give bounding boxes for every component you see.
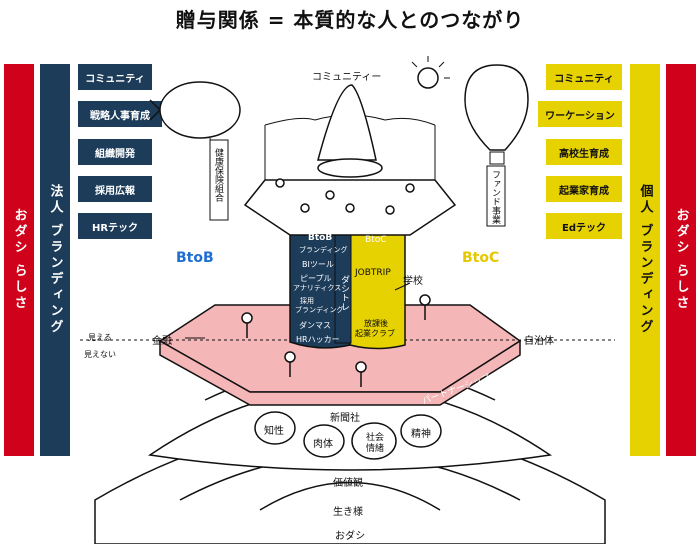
btob-pillar-recruit-branding: ブランディング bbox=[295, 306, 344, 314]
btob-pillar-recruit: 採用 bbox=[300, 297, 314, 305]
left-tag-org-dev: 組織開発 bbox=[78, 139, 152, 165]
bowl bbox=[317, 158, 383, 178]
people-figures bbox=[241, 178, 431, 387]
finance-label: 金融 bbox=[152, 336, 172, 347]
circle-social bbox=[351, 422, 397, 460]
municipality-label: 自治体 bbox=[524, 336, 554, 347]
right-outer-bar: おダシ らしさ bbox=[666, 64, 696, 456]
left-tag-community: コミュニティ bbox=[78, 64, 152, 90]
blimp bbox=[159, 81, 241, 139]
invisible-label: 見えない bbox=[84, 350, 116, 359]
layer-odashi-label: おダシ bbox=[335, 531, 366, 542]
circle-spirit-label: 精神 bbox=[411, 429, 431, 440]
layer-values-label: 価値観 bbox=[333, 478, 363, 489]
circle-social-label: 社会情緒 bbox=[365, 433, 384, 454]
left-tag-hr-strategy: 戦略人事育成 bbox=[78, 101, 162, 127]
btob-pillar-people: ピープル bbox=[300, 274, 332, 283]
layer-lifestyle-label: 生き様 bbox=[333, 507, 363, 518]
left-outer-bar: おダシ らしさ bbox=[4, 64, 34, 456]
btob-pillar-branding: ブランディング bbox=[299, 246, 348, 254]
visible-label: 見える bbox=[88, 333, 112, 342]
mountain bbox=[317, 84, 377, 161]
page-title: 贈与関係 = 本質的な人とのつながり bbox=[175, 8, 525, 32]
right-inner-bar: 個人 ブランディング bbox=[630, 64, 660, 456]
btoc-pillar bbox=[349, 224, 406, 350]
btoc-pillar-title: BtoC bbox=[365, 235, 387, 245]
left-inner-bar-label: 法人 ブランディング bbox=[47, 184, 63, 336]
left-outer-bar-label: おダシ らしさ bbox=[11, 208, 27, 312]
right-tag-community: コミュニティ bbox=[546, 64, 622, 90]
circle-intellect bbox=[254, 411, 296, 445]
community-label: コミュニティー bbox=[312, 72, 382, 83]
school-label: 学校 bbox=[403, 276, 423, 287]
right-tag-workation: ワーケーション bbox=[538, 101, 622, 127]
btob-pillar-danmas: ダンマス bbox=[299, 321, 331, 330]
balloon-banner bbox=[486, 165, 506, 227]
left-inner-bar: 法人 ブランディング bbox=[40, 64, 70, 456]
btoc-section-label: BtoC bbox=[462, 250, 500, 266]
btob-pillar-title: BtoB bbox=[308, 233, 333, 243]
btoc-pillar-club: 起業クラブ bbox=[355, 329, 395, 338]
btob-section-label: BtoB bbox=[176, 250, 214, 266]
circle-body bbox=[303, 424, 345, 458]
circle-body-label: 肉体 bbox=[313, 439, 333, 450]
btob-pillar-hrhacker: HRハッカー bbox=[296, 335, 340, 344]
circle-spirit bbox=[400, 414, 442, 448]
dashitore-label: ダシトレ bbox=[339, 275, 349, 311]
sun-icon bbox=[417, 67, 439, 89]
btoc-pillar-jobtrip: JOBTRIP bbox=[355, 268, 391, 278]
right-inner-bar-label: 個人 ブランディング bbox=[637, 184, 653, 336]
right-tag-entrepreneur: 起業家育成 bbox=[546, 176, 622, 202]
btob-pillar-analytics: アナリティクス bbox=[293, 284, 342, 292]
blimp-banner-label: 健康保険組合 bbox=[213, 148, 223, 202]
hot-air-balloon bbox=[464, 64, 529, 151]
btob-pillar-bi: BIツール bbox=[302, 260, 334, 269]
newspaper-label: 新聞社 bbox=[330, 413, 360, 424]
blimp-banner bbox=[209, 139, 229, 221]
left-tag-hr-tech: HRテック bbox=[78, 213, 152, 239]
balloon-banner-label: ファンド事業 bbox=[490, 170, 500, 224]
right-tag-edtech: Edテック bbox=[546, 213, 622, 239]
right-outer-bar-label: おダシ らしさ bbox=[673, 208, 689, 312]
left-tag-recruit-pr: 採用広報 bbox=[78, 176, 152, 202]
right-tag-highschool: 高校生育成 bbox=[546, 139, 622, 165]
circle-intellect-label: 知性 bbox=[264, 426, 284, 437]
btoc-pillar-afterschool: 放課後 bbox=[364, 319, 388, 328]
